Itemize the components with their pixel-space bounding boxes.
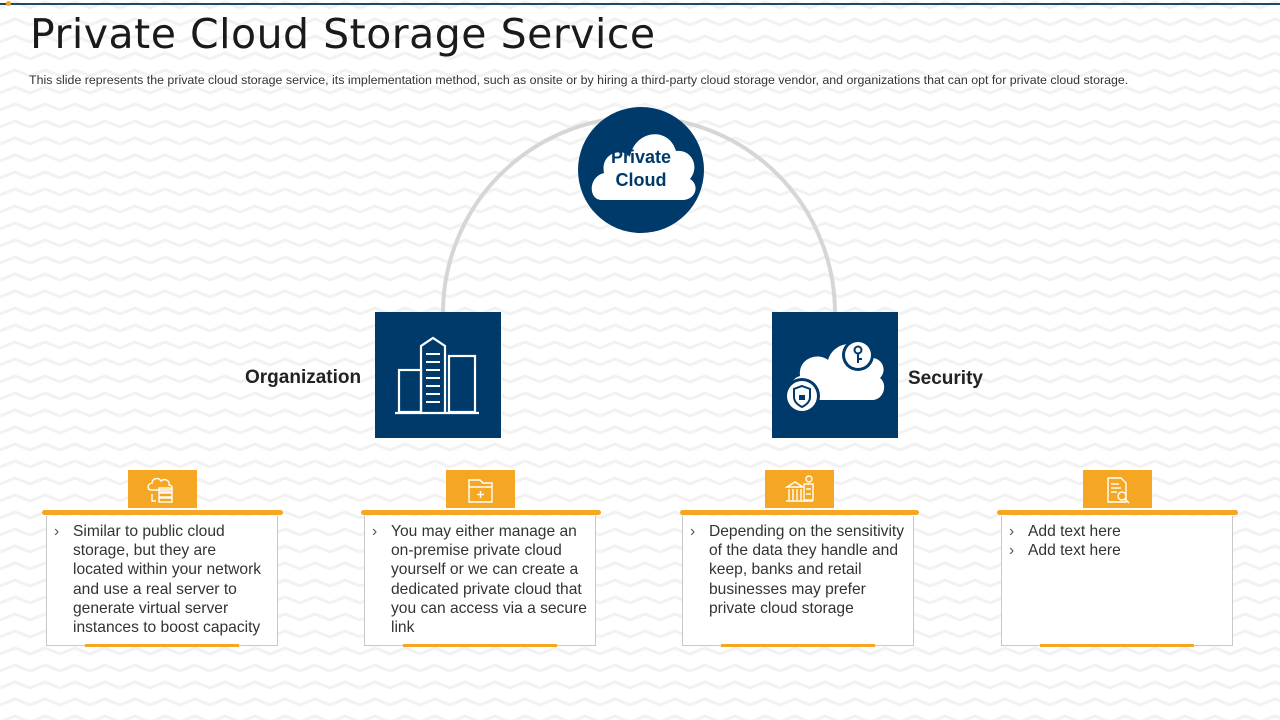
card-3: Depending on the sensitivity of the data… xyxy=(682,516,914,646)
card-3-top-bar xyxy=(680,510,919,515)
card-3-icon-box xyxy=(765,470,834,508)
list-item: Depending on the sensitivity of the data… xyxy=(690,522,905,618)
card-2-top-bar xyxy=(361,510,601,515)
card-3-list: Depending on the sensitivity of the data… xyxy=(683,516,913,618)
security-node xyxy=(772,312,898,438)
list-item: Add text here xyxy=(1009,541,1224,560)
top-dot xyxy=(6,1,11,6)
cloud-icon xyxy=(591,134,696,200)
cloud-stack-icon xyxy=(147,477,173,503)
slide-title: Private Cloud Storage Service xyxy=(30,10,656,58)
card-2-underline xyxy=(403,644,557,647)
card-4-underline xyxy=(1040,644,1194,647)
card-3-underline xyxy=(721,644,875,647)
card-4-top-bar xyxy=(997,510,1238,515)
card-4: Add text here Add text here xyxy=(1001,516,1233,646)
list-item: Similar to public cloud storage, but the… xyxy=(54,522,269,637)
card-1-top-bar xyxy=(42,510,283,515)
cloud-security-icon xyxy=(784,339,885,414)
list-item: You may either manage an on-premise priv… xyxy=(372,522,587,637)
card-2-icon-box xyxy=(446,470,515,508)
card-1-underline xyxy=(85,644,239,647)
organization-label: Organization xyxy=(245,367,362,388)
card-4-list: Add text here Add text here xyxy=(1002,516,1232,561)
card-4-icon-box xyxy=(1083,470,1152,508)
slide-subtitle: This slide represents the private cloud … xyxy=(29,73,1129,87)
card-1-list: Similar to public cloud storage, but the… xyxy=(47,516,277,637)
organization-node xyxy=(375,312,501,438)
hub-label-line2: Cloud xyxy=(615,170,667,190)
bank-money-icon xyxy=(784,475,814,502)
building-icon xyxy=(395,336,479,415)
hub-label: Private Cloud xyxy=(578,146,704,192)
list-item: Add text here xyxy=(1009,522,1224,541)
private-cloud-hub: Private Cloud xyxy=(578,107,704,233)
card-1-icon-box xyxy=(128,470,197,508)
document-search-icon xyxy=(1107,477,1130,504)
card-2-list: You may either manage an on-premise priv… xyxy=(365,516,595,637)
secure-folder-icon xyxy=(468,479,493,503)
card-1: Similar to public cloud storage, but the… xyxy=(46,516,278,646)
top-rule xyxy=(0,3,1280,5)
card-2: You may either manage an on-premise priv… xyxy=(364,516,596,646)
security-label: Security xyxy=(908,368,983,389)
hub-label-line1: Private xyxy=(610,147,672,167)
